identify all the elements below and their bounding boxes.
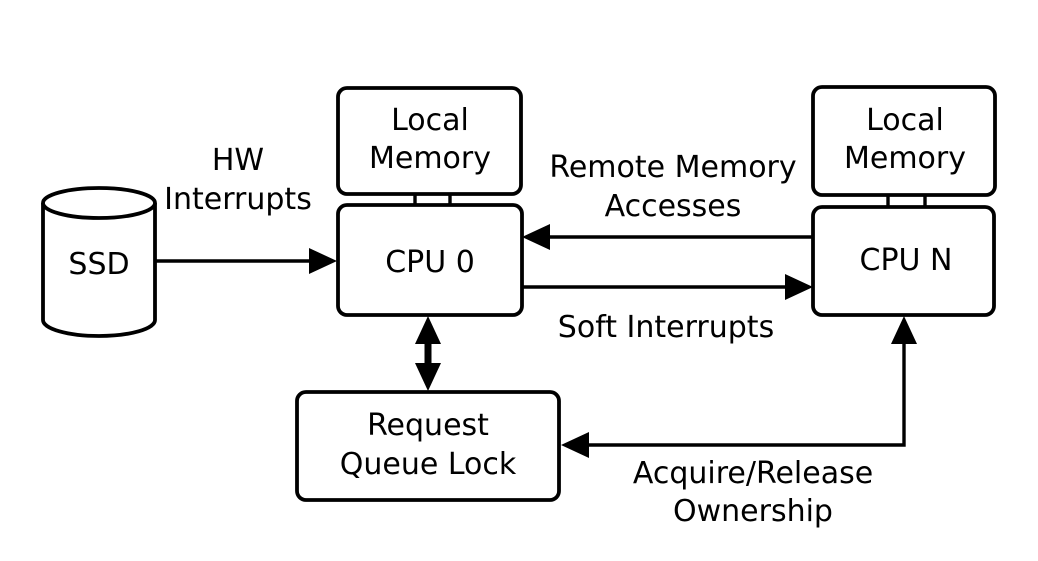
edge-remote-memory-accesses: Remote Memory Accesses	[522, 150, 813, 250]
remote-memory-accesses-arrowhead-left-icon	[522, 224, 550, 250]
edge-hw-interrupts: HW Interrupts	[155, 143, 337, 274]
cpu0-queue-lock-arrowhead-down-icon	[415, 363, 441, 391]
request-queue-lock-label-line2: Queue Lock	[340, 447, 517, 482]
local-memory-n-label-line2: Memory	[844, 141, 966, 176]
edge-local-memory-n-cpu-n	[886, 194, 927, 208]
node-ssd: SSD	[41, 186, 157, 338]
local-memory-0-box	[336, 86, 523, 196]
hw-interrupts-label-line1: HW	[212, 143, 264, 178]
soft-interrupts-label: Soft Interrupts	[558, 310, 774, 345]
ssd-label: SSD	[68, 247, 129, 282]
edge-soft-interrupts: Soft Interrupts	[522, 274, 813, 345]
acquire-release-arrowhead-left-icon	[561, 432, 589, 458]
hw-interrupts-label-line2: Interrupts	[164, 182, 312, 217]
request-queue-lock-label-line1: Request	[367, 408, 489, 443]
hw-interrupts-arrowhead-right-icon	[309, 248, 337, 274]
local-memory-0-label-line1: Local	[391, 103, 469, 138]
acquire-release-label-line1: Acquire/Release	[633, 456, 873, 491]
cpu-0-label: CPU 0	[385, 245, 475, 280]
ssd-cylinder-top	[41, 186, 157, 220]
cpu-n-box	[811, 205, 996, 317]
remote-memory-accesses-label-line1: Remote Memory	[549, 150, 796, 185]
node-cpu-0: CPU 0	[336, 203, 524, 317]
request-queue-lock-box	[295, 390, 561, 502]
node-local-memory-n: Local Memory	[811, 85, 997, 197]
ssd-cylinder-body	[41, 203, 157, 338]
acquire-release-label-line2: Ownership	[673, 494, 833, 529]
local-memory-n-label-line1: Local	[866, 103, 944, 138]
cpu-n-label: CPU N	[860, 243, 953, 278]
cpu0-queue-lock-arrowhead-up-icon	[415, 316, 441, 344]
acquire-release-elbow-line	[586, 342, 906, 447]
node-request-queue-lock: Request Queue Lock	[295, 390, 561, 502]
soft-interrupts-arrowhead-right-icon	[785, 274, 813, 300]
edge-acquire-release-ownership: Acquire/Release Ownership	[561, 316, 917, 529]
edge-local-memory-0-cpu-0	[413, 193, 452, 206]
node-cpu-n: CPU N	[811, 205, 996, 317]
local-memory-n-box	[811, 85, 997, 197]
node-local-memory-0: Local Memory	[336, 86, 523, 196]
cpu-0-box	[336, 203, 524, 317]
acquire-release-arrowhead-up-icon	[891, 316, 917, 344]
edge-cpu0-queue-lock	[415, 316, 441, 391]
remote-memory-accesses-label-line2: Accesses	[605, 189, 742, 224]
local-memory-0-label-line2: Memory	[369, 141, 491, 176]
